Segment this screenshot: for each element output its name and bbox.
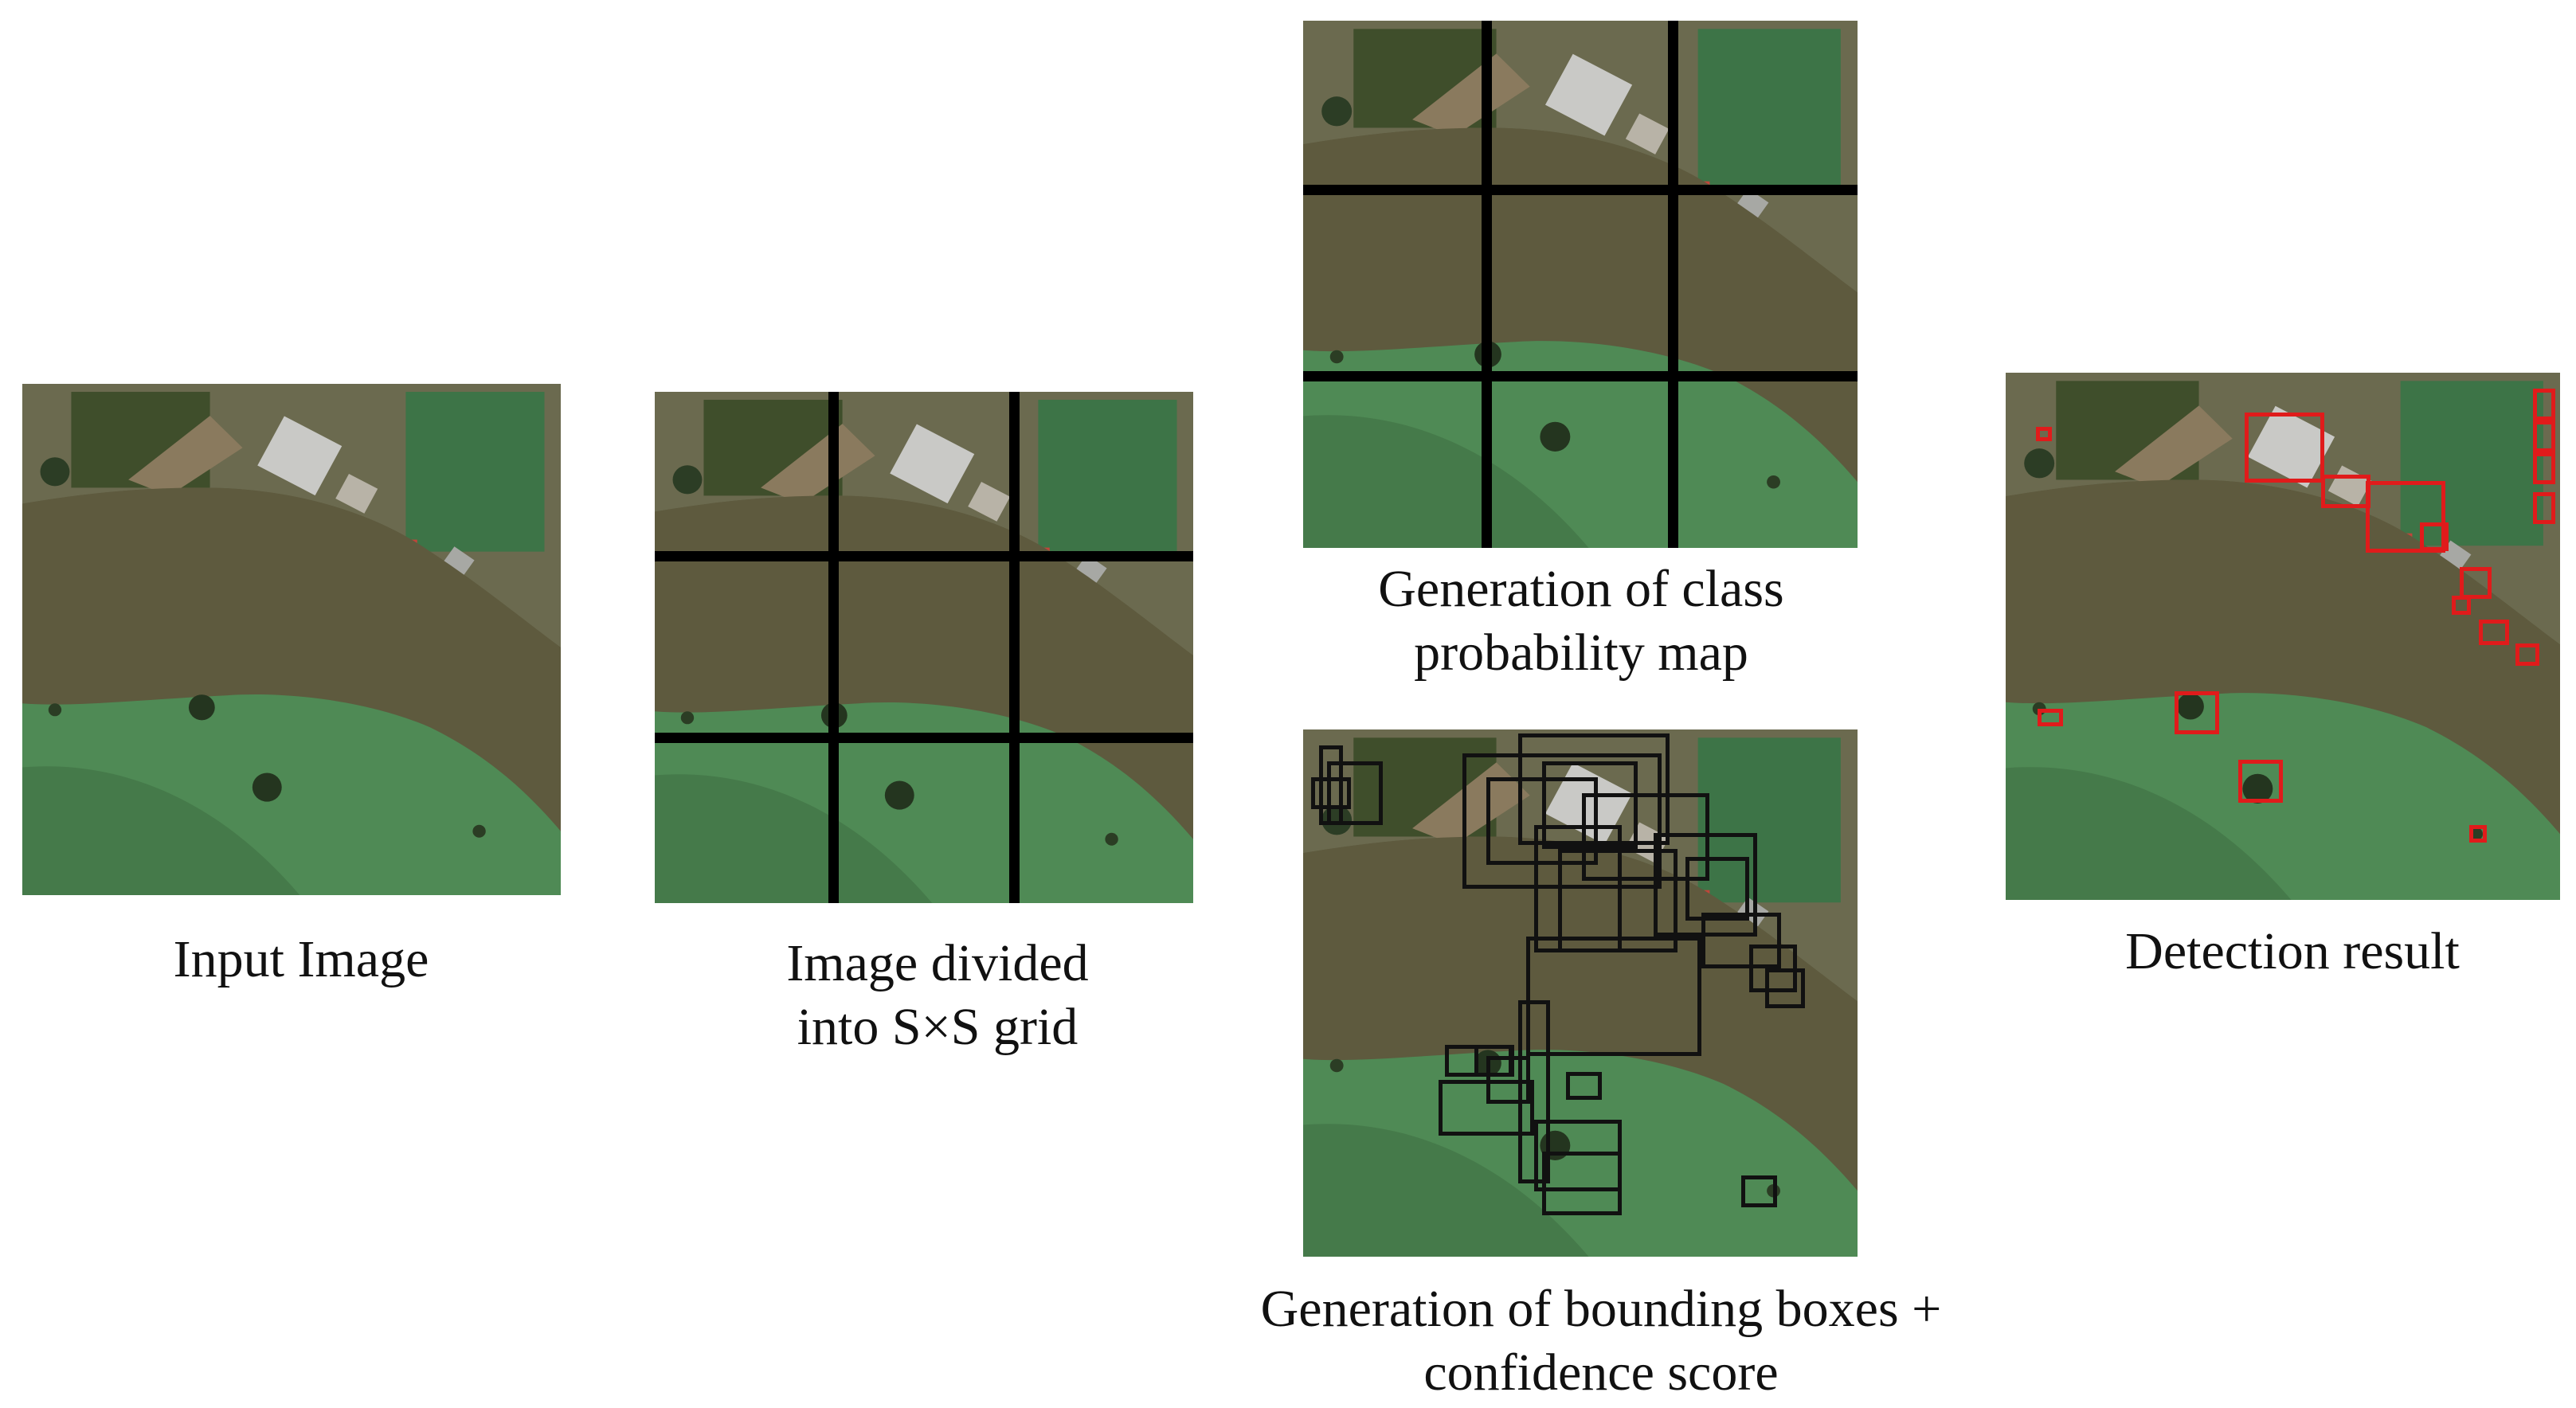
candidate-box <box>1701 913 1781 968</box>
candidate-box <box>1474 1045 1514 1077</box>
grid-line-vertical <box>828 392 839 903</box>
candidate-box <box>1685 857 1749 921</box>
input-image <box>22 384 561 895</box>
candidate-box <box>1542 1152 1622 1215</box>
detection-box <box>2036 427 2052 441</box>
grid-image <box>655 392 1193 903</box>
detection-box <box>2469 825 2487 843</box>
detection-box <box>2533 389 2555 420</box>
detection-box <box>2452 596 2471 615</box>
grid-line-vertical <box>1009 392 1020 903</box>
detection-box <box>2479 620 2509 645</box>
detection-box <box>2533 452 2555 484</box>
candidate-box <box>1765 968 1805 1008</box>
caption-input-image: Input Image <box>173 930 429 988</box>
candidate-box <box>1311 777 1351 809</box>
class-probability-map <box>1303 21 1858 548</box>
detection-box <box>2245 413 2324 483</box>
candidate-box <box>1439 1080 1534 1136</box>
detection-box <box>2238 760 2283 803</box>
detection-box <box>2366 481 2445 553</box>
candidate-box <box>1582 793 1709 881</box>
candidate-box <box>1741 1175 1777 1207</box>
grid-line-vertical <box>1482 21 1492 548</box>
detection-box <box>2515 643 2539 666</box>
grid-line-vertical <box>1668 21 1678 548</box>
caption-detection-result: Detection result <box>2125 922 2460 980</box>
grid-line-horizontal <box>1303 371 1858 381</box>
candidate-box <box>1526 937 1701 1056</box>
candidate-box <box>1327 761 1383 825</box>
caption-class-map: Generation of class probability map <box>1378 560 1784 682</box>
candidate-box <box>1558 849 1678 952</box>
aerial-photo <box>22 384 561 895</box>
grid-line-horizontal <box>655 551 1193 561</box>
grid-line-horizontal <box>655 733 1193 743</box>
bounding-boxes-image <box>1303 729 1858 1257</box>
aerial-photo <box>655 392 1193 903</box>
candidate-box <box>1566 1072 1602 1100</box>
aerial-photo <box>1303 21 1858 548</box>
detection-box <box>2460 567 2492 599</box>
candidate-box <box>1462 753 1662 889</box>
candidate-box <box>1654 833 1757 937</box>
caption-grid: Image divided into S×S grid <box>786 934 1089 1056</box>
candidate-box <box>1542 761 1638 849</box>
detection-box <box>2533 492 2555 524</box>
candidate-box <box>1518 733 1670 845</box>
detection-box <box>2321 475 2370 508</box>
grid-line-horizontal <box>1303 185 1858 195</box>
detection-result-image <box>2006 373 2560 900</box>
detection-box <box>2420 522 2449 551</box>
detection-box <box>2175 691 2219 734</box>
caption-bounding-boxes: Generation of bounding boxes + confidenc… <box>1260 1280 1942 1402</box>
detection-box <box>2038 709 2063 726</box>
detection-box <box>2533 420 2555 452</box>
